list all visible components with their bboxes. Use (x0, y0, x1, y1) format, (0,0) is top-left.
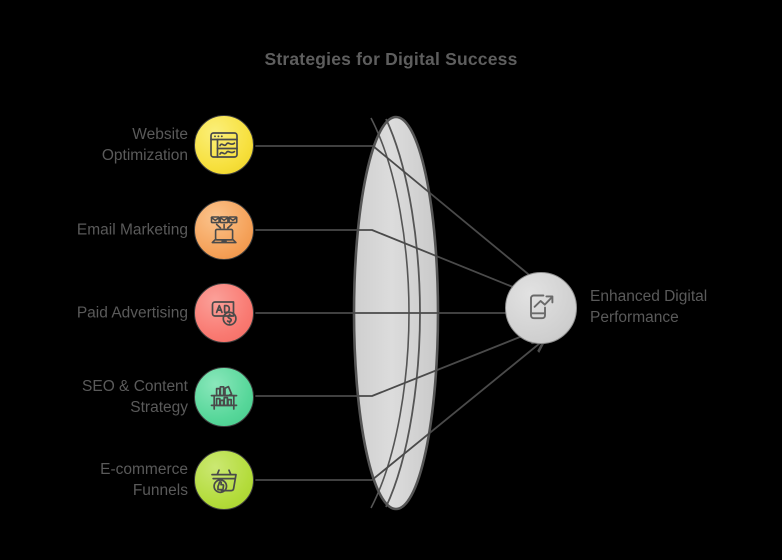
seo-content-strategy-bubble[interactable] (194, 367, 254, 427)
node-enhanced-digital-performance[interactable]: Enhanced Digital Performance (505, 272, 707, 344)
website-optimization-bubble[interactable] (194, 115, 254, 175)
node-seo-content-strategy[interactable]: SEO & Content Strategy (0, 367, 254, 429)
node-ecommerce-funnels[interactable]: E-commerce Funnels (0, 450, 254, 512)
flow-line-4 (255, 327, 545, 397)
flow-line-5 (255, 339, 545, 481)
process-lens-shape (352, 115, 440, 511)
node-label: Website Optimization (101, 126, 188, 164)
node-paid-advertising[interactable]: Paid Advertising (0, 283, 254, 345)
page-title: Strategies for Digital Success (264, 49, 518, 69)
node-label: Email Marketing (76, 221, 188, 239)
phone-growth-arrow-icon (521, 286, 561, 331)
paid-advertising-bubble[interactable] (194, 283, 254, 343)
email-marketing-bubble[interactable] (194, 200, 254, 260)
flow-line-2 (255, 229, 545, 300)
node-label: SEO & Content Strategy (82, 378, 188, 416)
ecommerce-funnels-bubble[interactable] (194, 450, 254, 510)
ad-dollar-icon (207, 296, 241, 330)
flow-line-1 (255, 145, 545, 288)
enhanced-digital-performance-bubble[interactable] (505, 272, 577, 344)
node-email-marketing[interactable]: Email Marketing (0, 200, 254, 262)
bookshelf-icon (207, 380, 241, 414)
node-website-optimization[interactable]: Website Optimization (0, 115, 254, 177)
node-label: Paid Advertising (76, 304, 188, 322)
basket-thumbsup-icon (207, 463, 241, 497)
browser-analytics-icon (207, 128, 241, 162)
laptop-envelopes-icon (207, 213, 241, 247)
node-label: Enhanced Digital Performance (590, 288, 708, 326)
node-label: E-commerce Funnels (100, 461, 188, 499)
